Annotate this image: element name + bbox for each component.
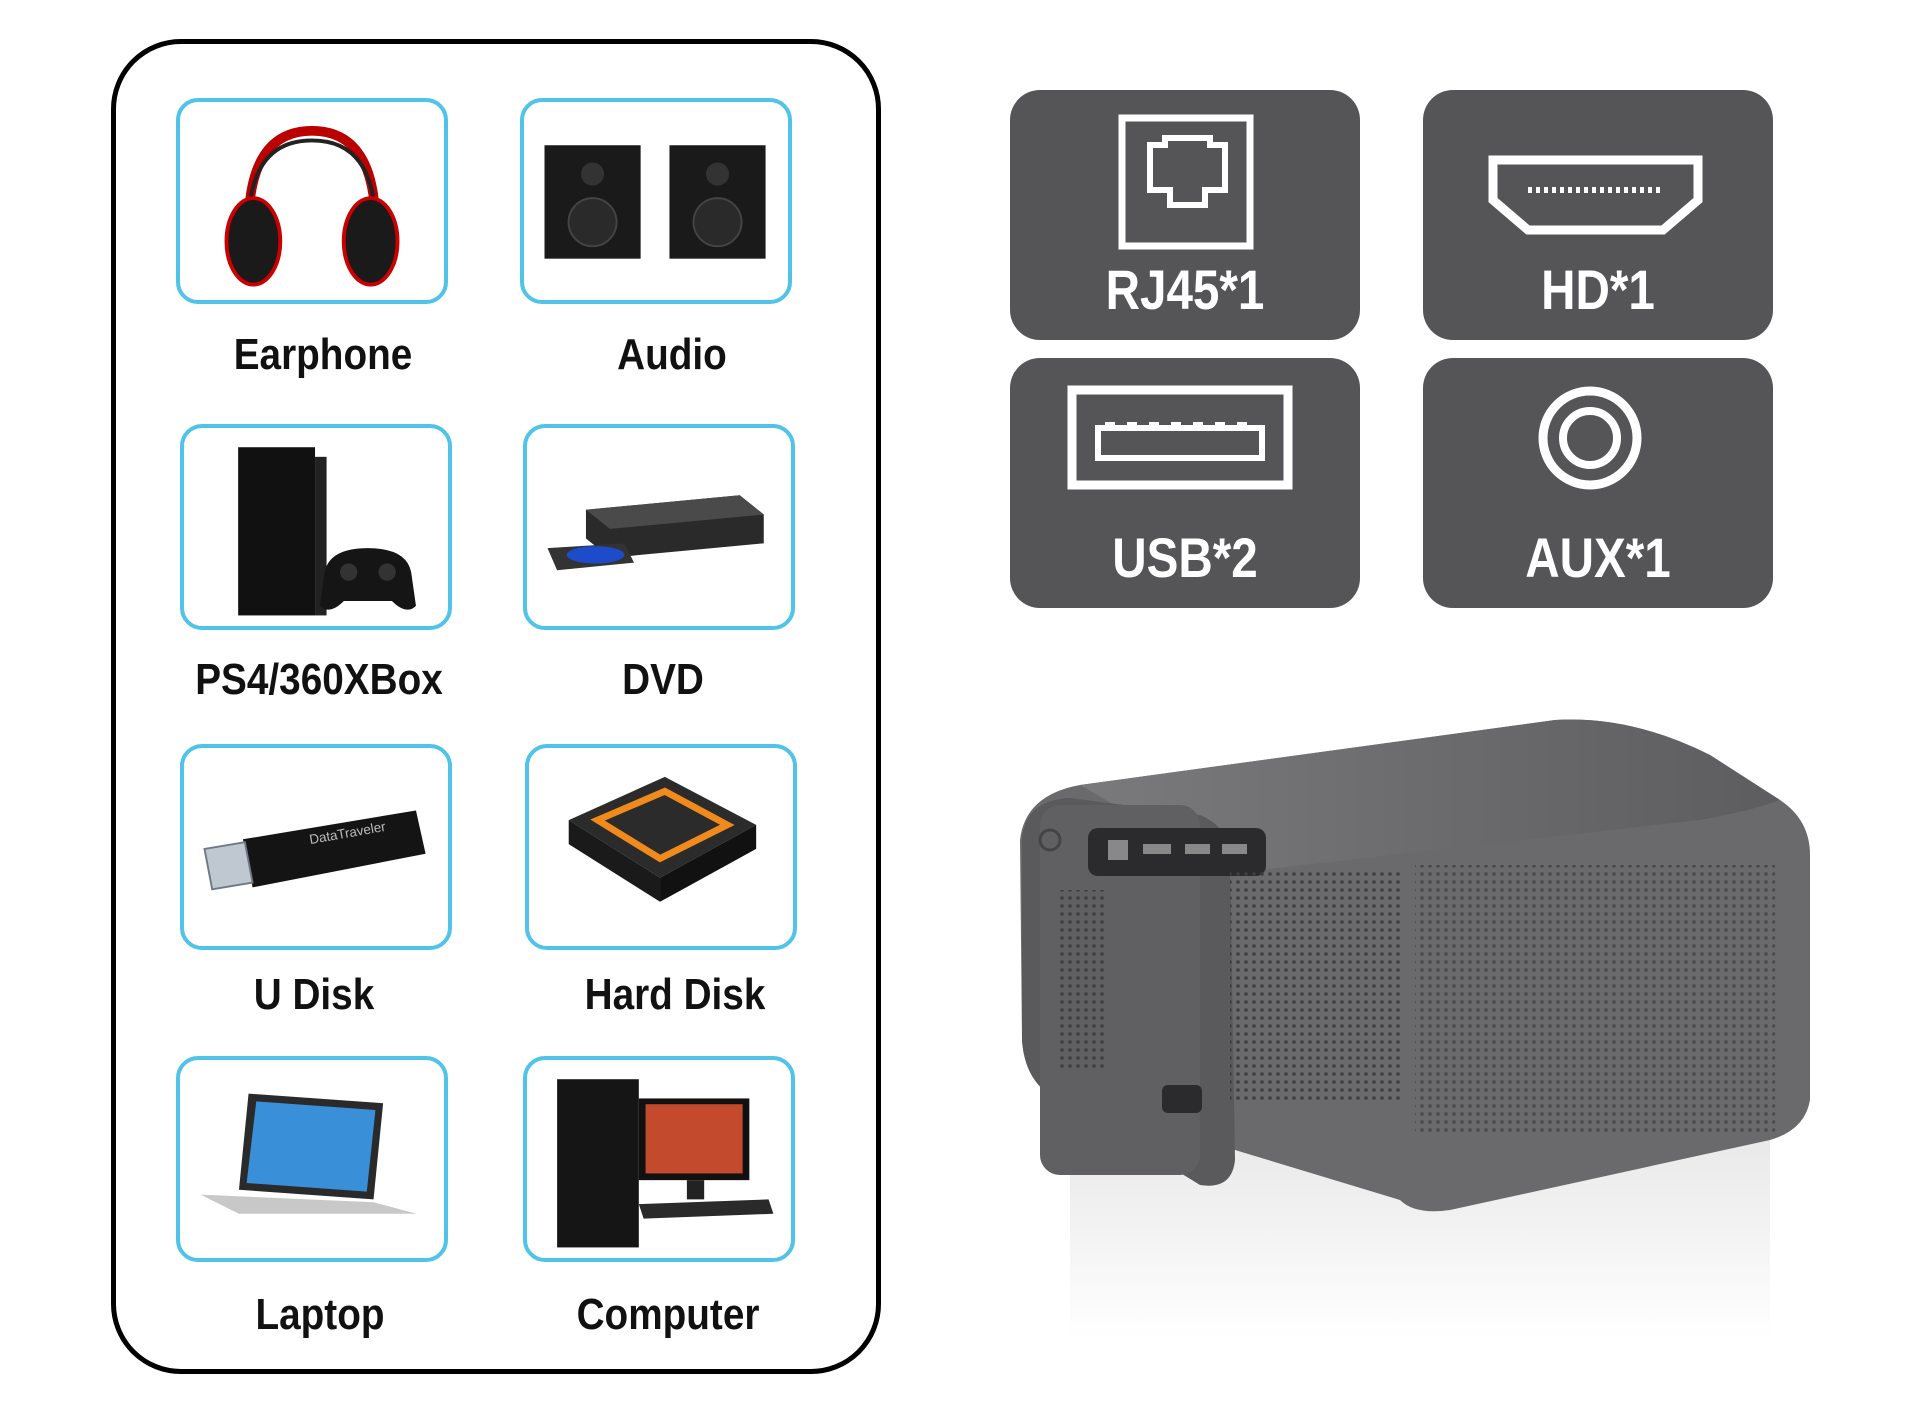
laptop-icon: [200, 1093, 417, 1214]
label-earphone: Earphone: [233, 330, 413, 379]
tile-harddisk: [525, 744, 797, 950]
hard-disk-icon: [568, 776, 757, 902]
speakers-icon: [544, 145, 766, 259]
aux-port-icon: [1538, 386, 1642, 490]
rj45-port-icon: [1118, 114, 1254, 250]
hdmi-port-icon: [1488, 155, 1703, 235]
tile-dvd: [523, 424, 795, 630]
label-laptop: Laptop: [255, 1290, 385, 1339]
port-label-aux: AUX*1: [1525, 526, 1671, 589]
port-card-usb: USB*2: [1010, 358, 1360, 608]
tile-computer: [523, 1056, 795, 1262]
label-harddisk: Hard Disk: [584, 970, 766, 1019]
label-audio: Audio: [617, 330, 727, 379]
port-label-hdmi: HD*1: [1541, 258, 1655, 321]
headphones-icon: [224, 126, 400, 287]
port-label-usb: USB*2: [1112, 526, 1258, 589]
tile-audio: [520, 98, 792, 304]
usb-drive-icon: DataTraveler: [203, 810, 426, 891]
label-udisk: U Disk: [253, 970, 375, 1019]
usb-port-icon: [1067, 385, 1293, 490]
label-ps4: PS4/360XBox: [195, 655, 443, 704]
dvd-player-icon: [547, 495, 764, 571]
label-computer: Computer: [576, 1290, 760, 1339]
port-card-hdmi: HD*1: [1423, 90, 1773, 340]
port-card-rj45: RJ45*1: [1010, 90, 1360, 340]
projector-image: [1020, 719, 1810, 1340]
tile-laptop: [176, 1056, 448, 1262]
label-dvd: DVD: [622, 655, 704, 704]
tile-earphone: [176, 98, 448, 304]
game-console-icon: [238, 447, 416, 616]
port-label-rj45: RJ45*1: [1105, 258, 1265, 321]
tile-ps4: [180, 424, 452, 630]
port-card-aux: AUX*1: [1423, 358, 1773, 608]
desktop-computer-icon: [557, 1079, 774, 1248]
tile-udisk: DataTraveler: [180, 744, 452, 950]
